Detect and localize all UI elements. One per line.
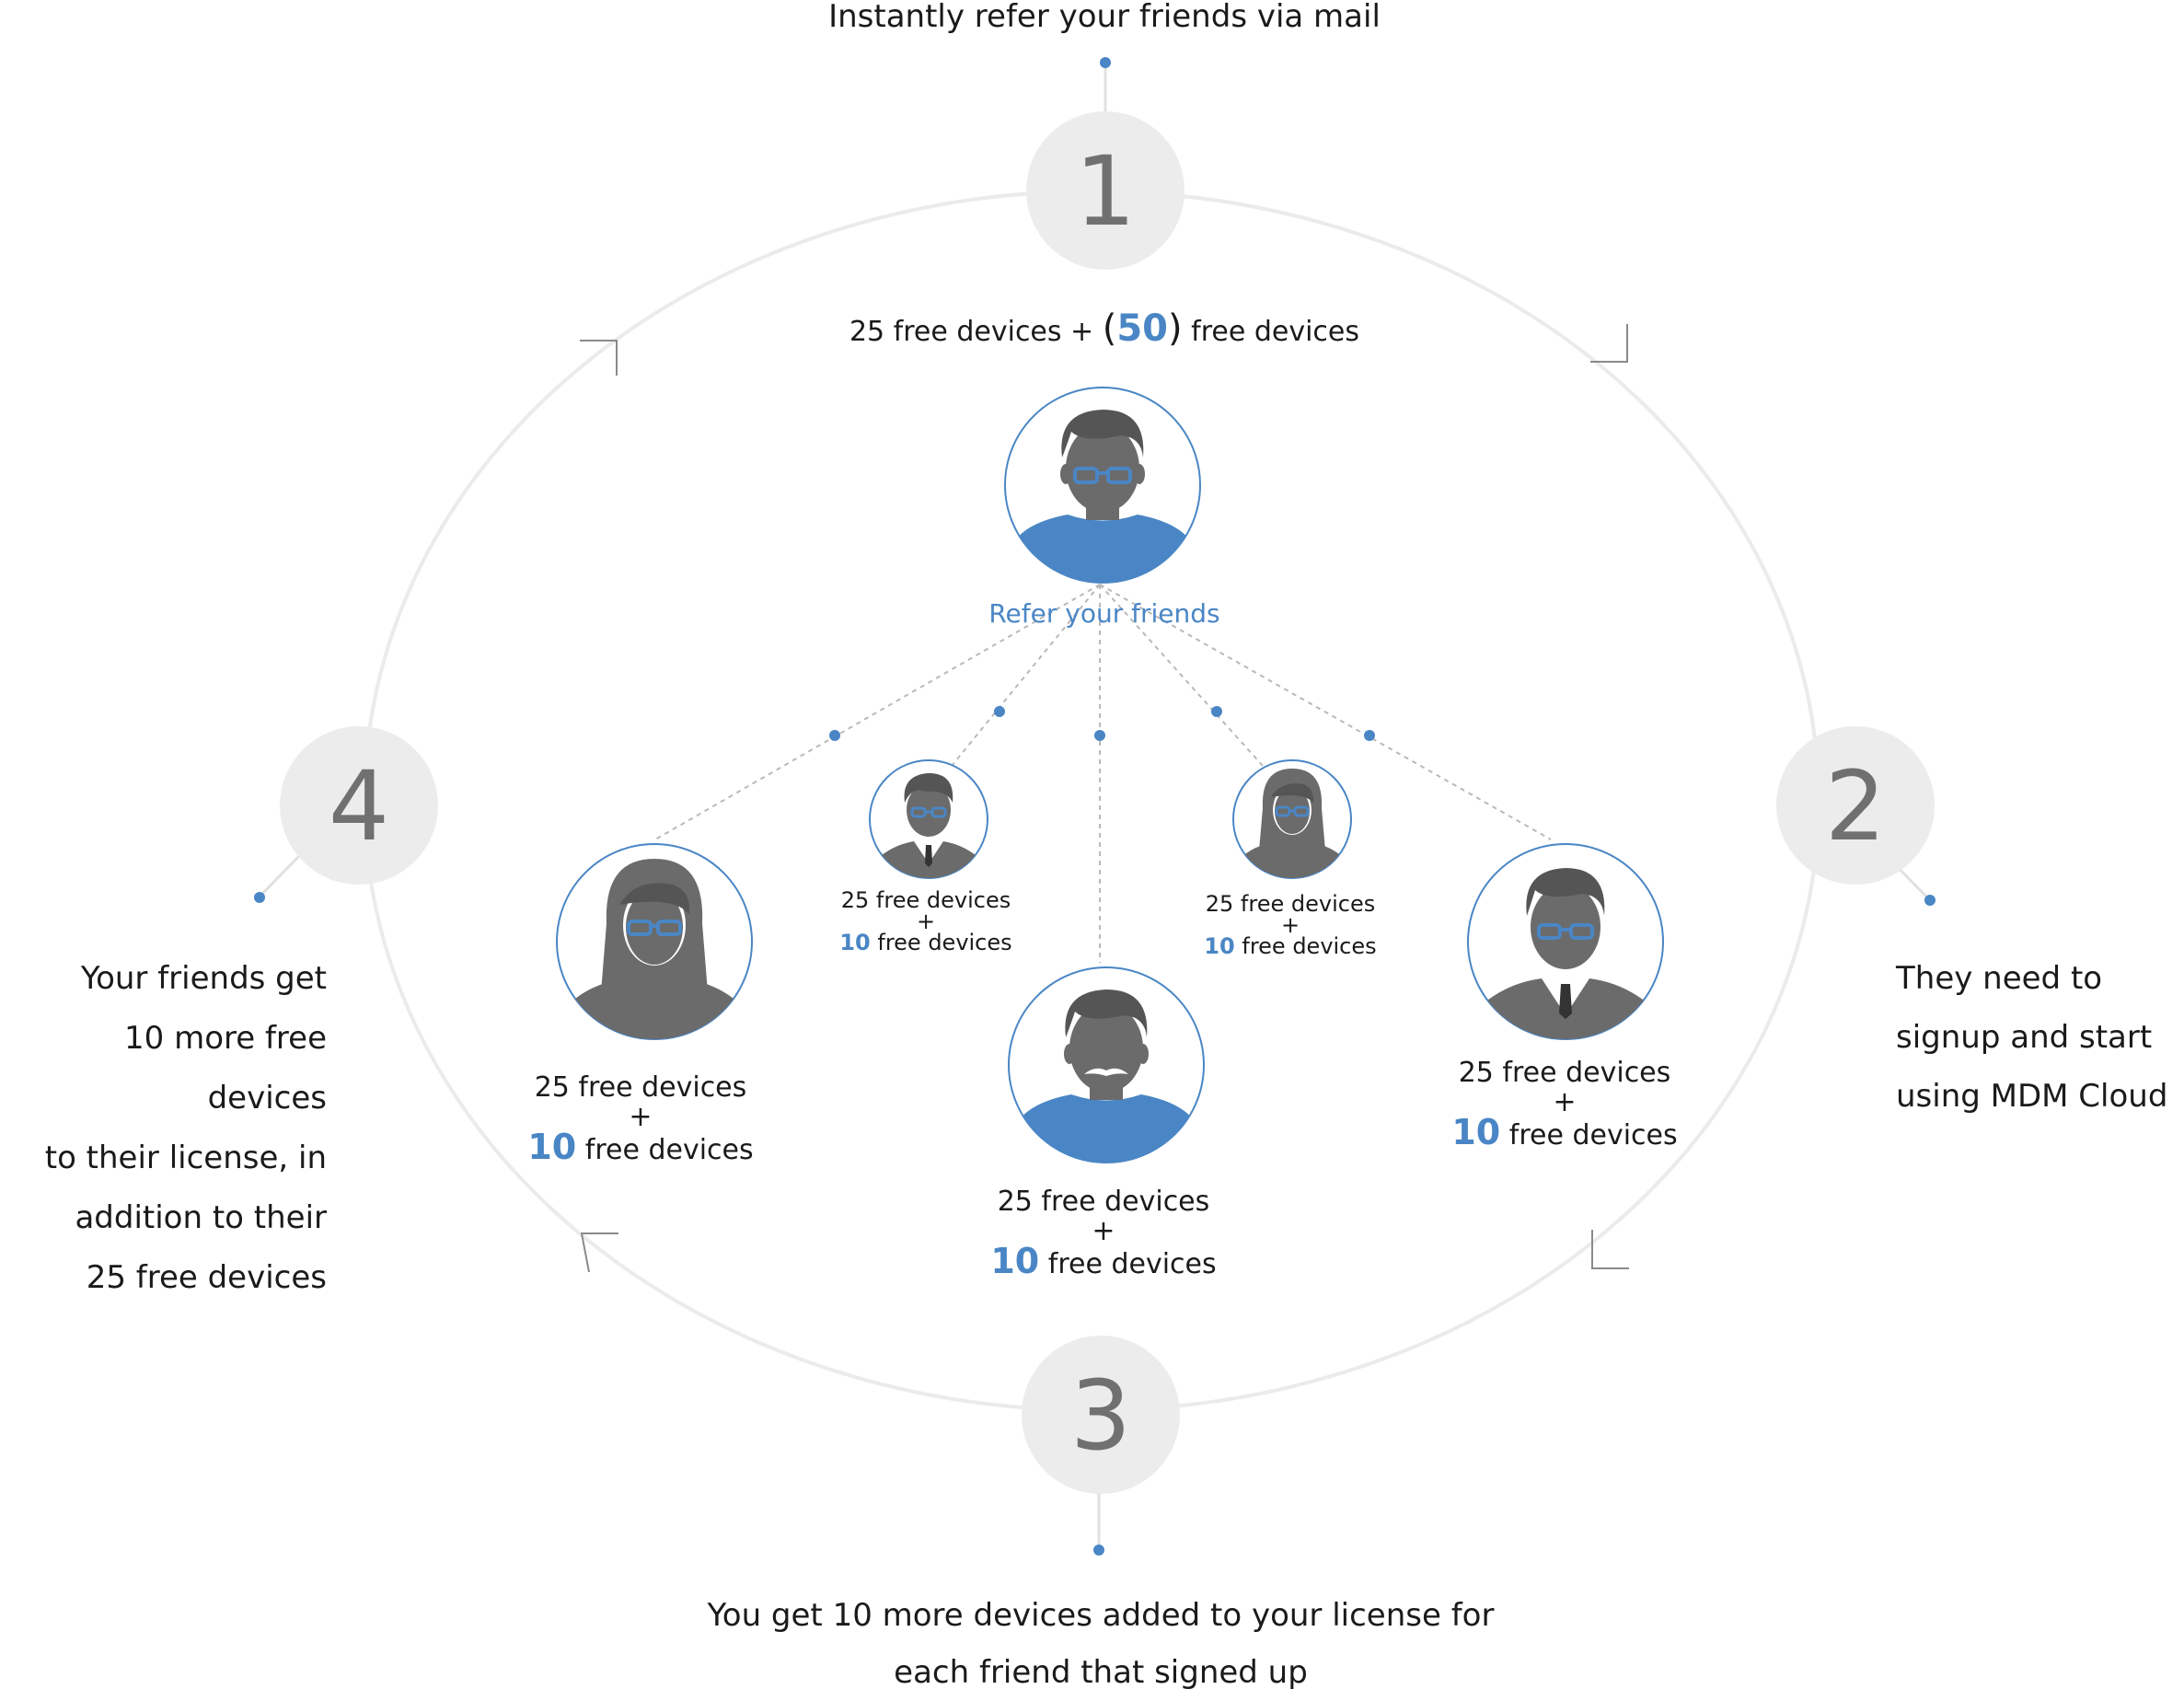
close-paren: ) <box>1168 307 1183 350</box>
step-4-line: 25 free devices <box>86 1259 327 1296</box>
bonus-number: 50 <box>1116 307 1169 350</box>
step-4-line: addition to their <box>75 1199 327 1236</box>
step-2-dot <box>1924 895 1936 906</box>
step-3-text: You get 10 more devices added to your li… <box>644 1587 1557 1701</box>
woman-glasses-icon <box>556 843 753 1040</box>
friend-label-plus: + <box>629 1101 653 1133</box>
friend-device-label: 25 free devices + 10 free devices <box>965 1186 1242 1281</box>
step-3-circle: 3 <box>1022 1336 1180 1494</box>
step-1-number: 1 <box>1075 135 1136 248</box>
friend-label-base: 25 free devices <box>840 887 1011 913</box>
friend-label-base: 25 free devices <box>534 1071 747 1104</box>
step-4-line: to their license, in <box>44 1140 327 1176</box>
friend-label-bonus: 10 free devices <box>503 1127 779 1167</box>
step-4-line: Your friends get <box>80 960 327 997</box>
step-4-number: 4 <box>329 750 389 862</box>
friend-bonus-number: 10 <box>1451 1112 1501 1152</box>
step-4-circle: 4 <box>280 726 438 885</box>
step-2-text: They need to signup and start using MDM … <box>1896 949 2172 1126</box>
step-3-line: each friend that signed up <box>894 1654 1308 1691</box>
step-4-dot <box>254 892 265 903</box>
refer-friends-label: Refer your friends <box>988 598 1220 629</box>
user-glasses-icon <box>1004 387 1201 584</box>
friend-bonus-text: free devices <box>1039 1248 1217 1280</box>
friend-bonus-text: free devices <box>1234 933 1377 959</box>
step-2-line: using MDM Cloud <box>1896 1078 2168 1115</box>
friend-label-plus: + <box>1092 1215 1115 1247</box>
center-device-count: 25 free devices + (50) free devices <box>782 307 1427 350</box>
step-1-dot <box>1100 57 1111 68</box>
referral-cycle-diagram: 1 2 3 4 <box>254 57 1936 1556</box>
step-3-line: You get 10 more devices added to your li… <box>707 1597 1495 1634</box>
step-2-line: signup and start <box>1896 1019 2153 1056</box>
friend-bonus-text: free devices <box>870 930 1012 955</box>
referral-dot <box>1364 730 1375 741</box>
woman-glasses-icon <box>1232 759 1352 879</box>
bonus-devices-text: free devices <box>1182 316 1360 348</box>
referral-dot <box>829 730 840 741</box>
friend-bonus-number: 10 <box>527 1127 577 1167</box>
man-suit-icon <box>1467 843 1664 1040</box>
step-2-circle: 2 <box>1776 726 1935 885</box>
friend-device-label: 25 free devices + 10 free devices <box>797 888 1055 955</box>
friend-label-bonus: 10 free devices <box>797 931 1055 955</box>
friend-label-plus: + <box>916 908 936 934</box>
friend-bonus-number: 10 <box>990 1241 1040 1281</box>
friend-device-label: 25 free devices + 10 free devices <box>1161 892 1419 958</box>
open-paren: ( <box>1102 307 1117 350</box>
step-2-line: They need to <box>1896 960 2103 997</box>
friend-label-bonus: 10 free devices <box>965 1244 1242 1281</box>
cycle-arrow-top-right <box>1590 324 1628 363</box>
friend-bonus-number: 10 <box>1204 933 1235 959</box>
friend-bonus-text: free devices <box>1500 1119 1678 1151</box>
referral-dot <box>994 706 1005 717</box>
friend-bonus-text: free devices <box>576 1134 754 1166</box>
friend-label-base: 25 free devices <box>1458 1057 1671 1089</box>
man-suit-icon <box>869 759 988 879</box>
step-4-text: Your friends get 10 more free devices to… <box>0 949 327 1308</box>
friend-label-base: 25 free devices <box>1205 891 1376 917</box>
friend-label-base: 25 free devices <box>997 1186 1210 1218</box>
man-mustache-icon <box>1008 966 1205 1163</box>
friend-device-label: 25 free devices + 10 free devices <box>1427 1057 1703 1152</box>
step-4-line: 10 more free devices <box>124 1020 327 1117</box>
referral-dot <box>1211 706 1222 717</box>
referral-lines <box>654 584 1552 963</box>
step-2-number: 2 <box>1825 750 1886 862</box>
step-1-line: Instantly refer your friends via mail <box>828 0 1381 35</box>
friend-bonus-number: 10 <box>839 930 871 955</box>
friend-label-bonus: 10 free devices <box>1427 1115 1703 1152</box>
base-devices-text: 25 free devices + <box>849 316 1103 348</box>
cycle-arrow-bottom-left <box>580 1232 618 1273</box>
referral-dot <box>1094 730 1105 741</box>
friend-label-plus: + <box>1553 1086 1577 1118</box>
cycle-arrow-top-left <box>580 340 618 376</box>
friend-label-bonus: 10 free devices <box>1161 934 1419 958</box>
step-3-dot <box>1093 1545 1104 1556</box>
step-1-text: Instantly refer your friends via mail <box>644 0 1565 46</box>
step-1-circle: 1 <box>1026 111 1184 270</box>
friend-label-plus: + <box>1280 912 1300 938</box>
step-3-number: 3 <box>1070 1360 1131 1472</box>
cycle-arrow-bottom-right <box>1591 1230 1629 1269</box>
friend-device-label: 25 free devices + 10 free devices <box>503 1071 779 1167</box>
